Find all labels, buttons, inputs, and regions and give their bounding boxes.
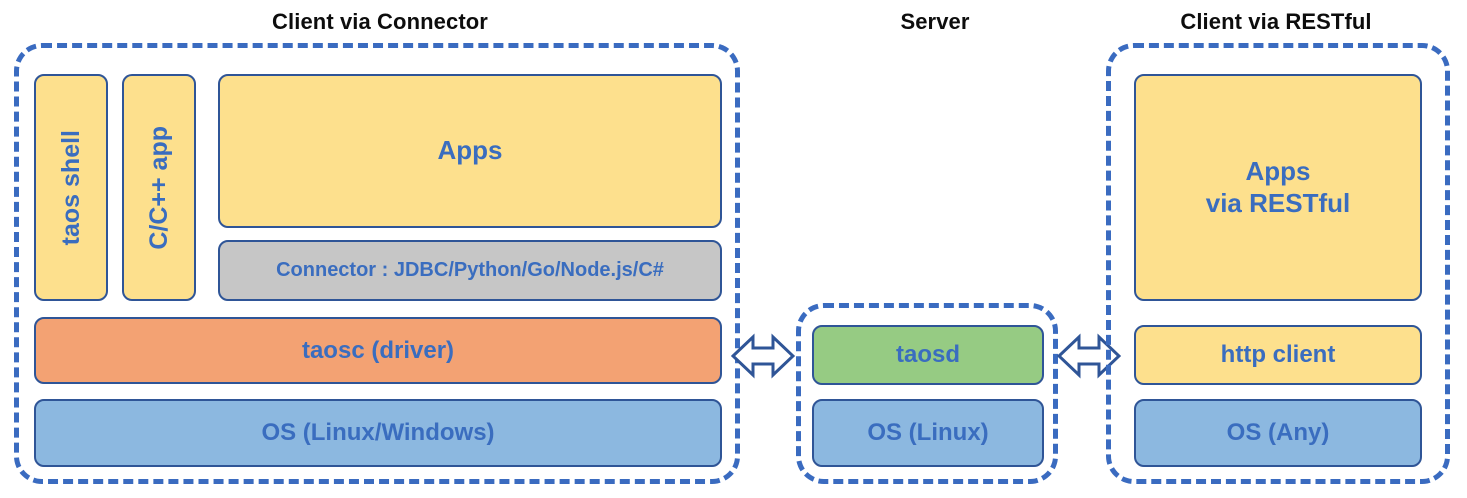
box-apps-via-restful-line1: Apps [1245,155,1311,186]
group-server [796,303,1058,484]
box-c-cpp-app-label: C/C++ app [144,125,173,250]
box-taos-shell: taos shell [34,74,108,301]
section-title-client-via-connector: Client via Connector [272,9,488,34]
box-apps-via-restful-label: Apps via RESTful [1206,156,1350,219]
double-headed-arrow-icon-client-server [731,330,795,382]
box-connector-libraries: Connector : JDBC/Python/Go/Node.js/C# [218,240,722,301]
box-os-any-label: OS (Any) [1226,419,1330,447]
box-apps-via-restful: Apps via RESTful [1134,74,1422,301]
box-http-client: http client [1134,325,1422,385]
box-os-linux: OS (Linux) [812,399,1044,467]
double-headed-arrow-icon-server-restful [1057,330,1121,382]
section-title-client-via-restful: Client via RESTful [1180,9,1372,34]
box-taosc-driver: taosc (driver) [34,317,722,384]
box-os-any: OS (Any) [1134,399,1422,467]
box-apps: Apps [218,74,722,228]
box-taosd: taosd [812,325,1044,385]
box-os-linux-label: OS (Linux) [867,419,989,447]
box-apps-label: Apps [437,135,503,166]
box-c-cpp-app: C/C++ app [122,74,196,301]
box-apps-via-restful-line2: via RESTful [1205,187,1351,218]
box-taosd-label: taosd [895,341,960,369]
box-taos-shell-label: taos shell [56,129,85,246]
box-os-linux-windows-label: OS (Linux/Windows) [261,419,495,447]
group-client-via-restful [1106,43,1450,484]
box-http-client-label: http client [1220,341,1336,369]
box-os-linux-windows: OS (Linux/Windows) [34,399,722,467]
group-client-via-connector [14,43,740,484]
box-taosc-driver-label: taosc (driver) [301,336,455,364]
section-title-server: Server [900,9,970,34]
box-connector-libraries-label: Connector : JDBC/Python/Go/Node.js/C# [276,259,664,282]
